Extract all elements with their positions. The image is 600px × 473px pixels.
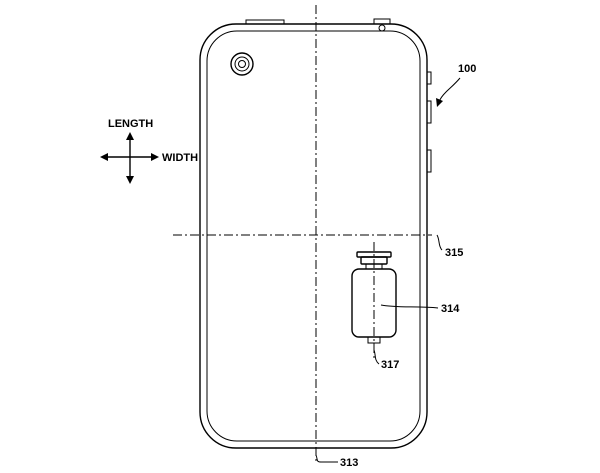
ref-317-label: 317 [381,359,399,371]
ref-313-leader [315,454,338,463]
side-buttons [426,71,432,173]
ref-314-callout: 314 [380,303,460,315]
ref-315-callout: 315 [436,234,463,259]
camera-outer-ring [230,52,254,76]
camera [230,52,254,76]
ref-314-leader [380,304,439,309]
width-label: WIDTH [162,152,198,164]
top-jack [373,18,391,24]
top-buttons [245,18,391,32]
direction-indicator: LENGTH WIDTH [100,118,198,184]
ref-314-label: 314 [441,303,460,315]
ref-100-label: 100 [458,63,476,75]
mute-switch [426,71,432,85]
arrow-left-icon [100,153,108,161]
ref-100-leader [438,77,461,103]
volume-up-button [426,100,432,124]
phone-body [199,23,428,449]
arrow-down-icon [126,176,134,184]
arrow-right-icon [151,153,159,161]
vibration-motor [351,251,397,350]
camera-middle-ring [234,56,250,72]
sleep-button [245,19,285,24]
camera-lens-icon [238,60,246,68]
volume-down-button [426,149,432,173]
phone-inner-outline [206,30,421,442]
length-label: LENGTH [108,118,153,130]
phone-outer-outline [199,23,428,449]
ref-100-callout: 100 [436,63,476,107]
headphone-jack-icon [378,24,386,32]
arrow-up-icon [126,132,134,140]
ref-317-callout: 317 [373,349,399,371]
ref-315-label: 315 [445,247,463,259]
ref-317-leader [373,349,380,365]
ref-313-label: 313 [340,457,358,469]
ref-100-arrowhead [436,98,443,107]
ref-313-callout: 313 [315,454,358,469]
ref-315-leader [436,234,443,251]
